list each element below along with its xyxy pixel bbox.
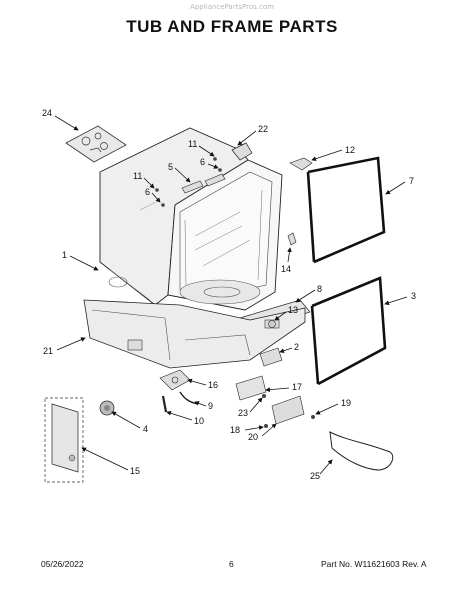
part-6-screws[interactable]	[161, 168, 222, 207]
footer-page-number: 6	[229, 559, 234, 569]
part-14-clip[interactable]	[287, 232, 297, 246]
callout-10: 10	[194, 416, 204, 426]
callout-11b: 11	[133, 171, 142, 181]
part-1-tub[interactable]	[99, 127, 283, 311]
part-24-label-kit[interactable]	[65, 125, 127, 163]
part-18-screw[interactable]	[264, 424, 268, 428]
callout-24: 24	[42, 108, 52, 118]
callout-12: 12	[345, 145, 355, 155]
footer-date: 05/26/2022	[41, 559, 84, 569]
callout-15: 15	[130, 466, 140, 476]
callout-7: 7	[409, 176, 414, 186]
part-13-grommet[interactable]	[268, 320, 276, 328]
part-23-screw[interactable]	[262, 394, 266, 398]
callout-numbers: 24 22 11 6 5 11 6 12 7 14 1 8 3 13 21 2 …	[42, 108, 416, 481]
footer-part-number: Part No. W11621603 Rev. A	[321, 559, 427, 569]
callout-4: 4	[143, 424, 148, 434]
part-3-lower-seal[interactable]	[310, 276, 387, 386]
part-11-screws[interactable]	[155, 157, 217, 192]
callout-13: 13	[288, 305, 298, 315]
callout-6b: 6	[145, 187, 150, 197]
callout-18: 18	[230, 425, 240, 435]
callout-1: 1	[62, 250, 67, 260]
part-4-wheel[interactable]	[99, 400, 115, 416]
part-5-top-brackets[interactable]	[181, 173, 226, 194]
part-7-tub-gasket[interactable]	[306, 156, 386, 264]
callout-23: 23	[238, 408, 248, 418]
callout-20: 20	[248, 432, 258, 442]
callout-8: 8	[317, 284, 322, 294]
callout-9: 9	[208, 401, 213, 411]
callout-25: 25	[310, 471, 320, 481]
callout-3: 3	[411, 291, 416, 301]
part-2-bracket[interactable]	[259, 347, 283, 367]
callout-16: 16	[208, 380, 218, 390]
part-19-screw[interactable]	[311, 415, 315, 419]
callout-22: 22	[258, 124, 268, 134]
part-16-fitting[interactable]	[159, 369, 191, 391]
callout-2: 2	[294, 342, 299, 352]
part-20-bracket[interactable]	[271, 395, 305, 425]
part-15-side-panel[interactable]	[44, 397, 84, 483]
callout-21: 21	[43, 346, 53, 356]
part-10-hose[interactable]	[161, 395, 168, 413]
part-12-clip[interactable]	[289, 157, 313, 171]
callout-11a: 11	[188, 139, 197, 149]
callout-19: 19	[341, 398, 351, 408]
part-17-bracket[interactable]	[235, 375, 267, 401]
leader-lines	[54, 115, 408, 475]
watermark: AppliancePartsPros.com	[190, 3, 274, 11]
callout-17: 17	[292, 382, 302, 392]
page-title: TUB AND FRAME PARTS	[126, 17, 338, 36]
callout-5: 5	[168, 162, 173, 172]
callout-6a: 6	[200, 157, 205, 167]
part-25-wire-harness[interactable]	[329, 431, 394, 471]
callout-14: 14	[281, 264, 291, 274]
